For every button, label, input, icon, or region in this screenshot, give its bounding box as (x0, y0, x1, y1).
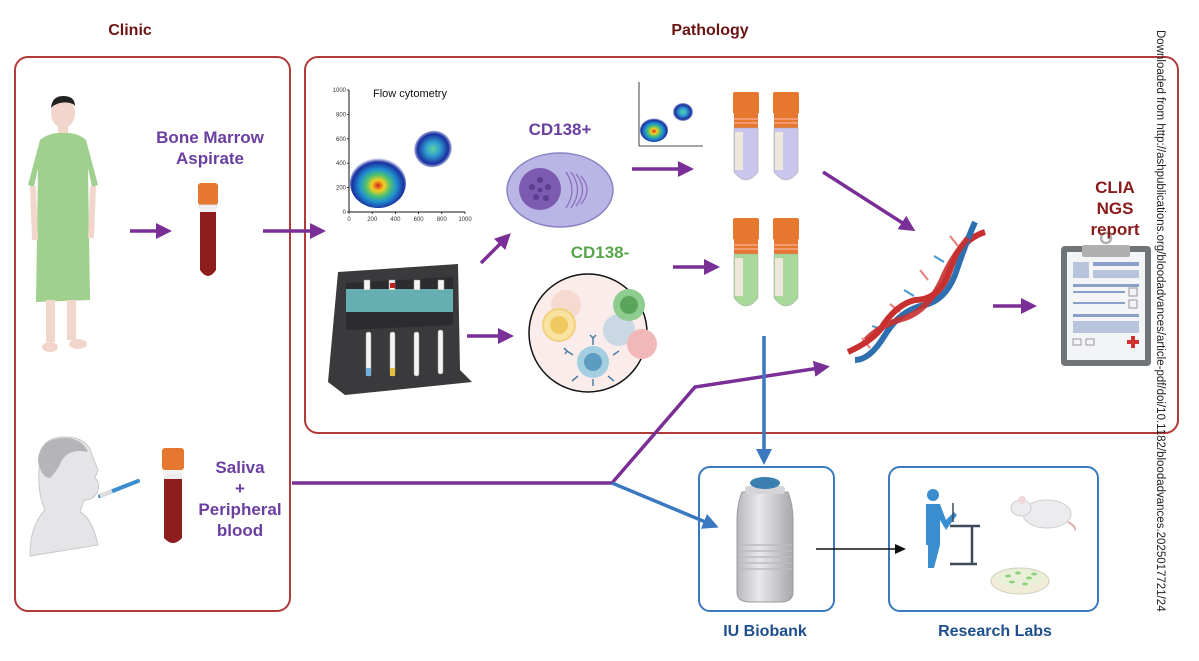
clia-label-line2: report (1090, 220, 1140, 239)
cd138-negative-label: CD138- (570, 243, 630, 262)
plasma-cell-icon (506, 152, 614, 228)
tubes-to-dna-arrow (822, 170, 916, 232)
flow-cluster-1 (350, 158, 406, 208)
pathology-box (304, 56, 1179, 434)
flow-x-tick-label: 0 (347, 217, 351, 223)
bma-label-line2: Aspirate (175, 149, 245, 168)
flow-cytometry-plot: 0 200 400 600 800 1000 0 200 400 600 800 1000 Flow… (333, 88, 473, 223)
download-watermark: Downloaded from http://ashpublications.o… (1154, 30, 1166, 612)
flow-cluster-2 (414, 130, 452, 168)
petri-dish-icon (990, 567, 1050, 595)
flow-x-tick-label: 800 (437, 217, 448, 223)
saliva-to-biobank-arrow (611, 481, 719, 529)
mixed-cells-icon (528, 273, 657, 393)
scientist-at-bench-icon (926, 489, 980, 568)
pathology-section-title: Pathology (671, 22, 749, 39)
rack-to-cd138pos-arrow (479, 233, 511, 265)
flow-y-tick-label: 200 (336, 186, 347, 192)
flow-x-tick-label: 600 (414, 217, 425, 223)
saliva-to-dna-arrow (292, 360, 830, 485)
clinic-section-title: Clinic (108, 22, 152, 39)
flow-y-tick-label: 400 (336, 161, 347, 167)
saliva-label-line2: + (235, 479, 245, 498)
flow-cytometry-title: Flow cytometry (373, 88, 447, 100)
bone-marrow-tube-icon (198, 183, 218, 276)
flow-y-tick-label: 1000 (333, 88, 347, 94)
cd138-positive-label: CD138+ (528, 120, 592, 139)
saliva-peripheral-blood-label: Saliva + Peripheral blood (195, 457, 285, 541)
iu-biobank-label: IU Biobank (723, 623, 807, 640)
research-labs-box (888, 466, 1099, 612)
dna-helix-icon (846, 220, 987, 363)
research-labs-label: Research Labs (938, 623, 1052, 640)
clinic-box (14, 56, 291, 612)
cryogenic-dewar-icon (736, 477, 794, 603)
clipboard-report-icon (1061, 231, 1151, 366)
saliva-label-line4: blood (216, 521, 264, 540)
flow-y-tick-label: 800 (336, 112, 347, 118)
biobank-box (698, 466, 835, 612)
lab-mouse-icon (1010, 496, 1077, 531)
clia-label-line1: CLIA NGS (1095, 178, 1135, 218)
saliva-patient-icon (29, 436, 140, 557)
cd138neg-tubes-icon (733, 218, 799, 307)
flow-x-tick-label: 200 (367, 217, 378, 223)
flow-x-tick-label: 1000 (458, 217, 472, 223)
flow-y-tick-label: 600 (336, 137, 347, 143)
peripheral-blood-tube-icon (162, 448, 184, 543)
saliva-label-line3: Peripheral (198, 500, 282, 519)
tube-rack-icon (328, 264, 472, 395)
cd138pos-tubes-icon (733, 92, 799, 181)
bone-marrow-aspirate-label: Bone Marrow Aspirate (140, 127, 280, 169)
clia-ngs-report-label: CLIA NGS report (1075, 177, 1155, 240)
saliva-label-line1: Saliva (215, 458, 265, 477)
patient-figure-icon (28, 96, 98, 352)
bma-label-line1: Bone Marrow (156, 128, 264, 147)
small-flow-plot (638, 82, 703, 147)
flow-x-tick-label: 400 (390, 217, 401, 223)
flow-y-tick-label: 0 (343, 210, 347, 216)
